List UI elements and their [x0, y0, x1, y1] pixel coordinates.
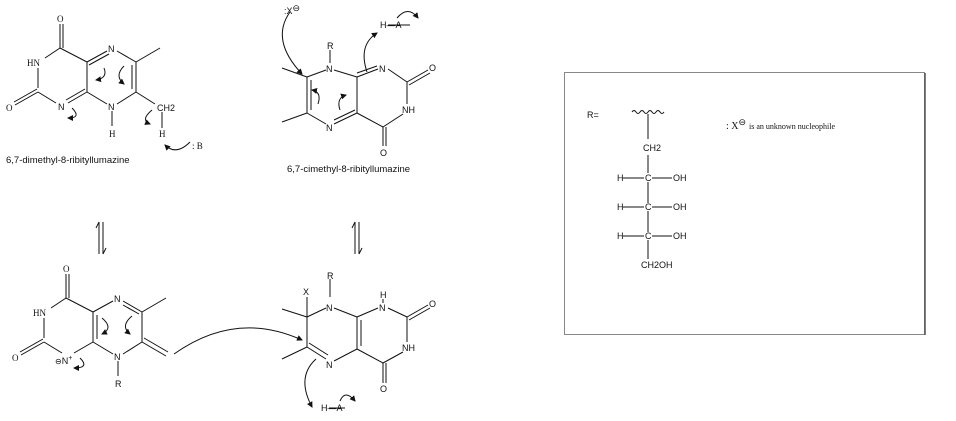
atom-h: H — [159, 129, 166, 139]
svg-text:C: C — [645, 202, 652, 212]
base-label: : B — [192, 141, 203, 151]
atom-o: O — [12, 353, 19, 363]
atom-o: O — [429, 63, 436, 73]
lumazine-structure-top-middle: R N N O NH O N :X⊖ H—A 6,7-cimethyl-8-ri… — [281, 3, 436, 175]
atom-o: O — [57, 14, 64, 24]
svg-text:H: H — [617, 202, 624, 212]
atom-o: O — [380, 148, 387, 158]
caption: 6,7-dimethyl-8-ribityllumazine — [6, 155, 130, 166]
atom-nh: NH — [402, 343, 415, 353]
atom-o: O — [429, 299, 436, 309]
atom-n-anion: ⊖N+ — [55, 355, 72, 366]
atom-n: N — [108, 44, 115, 54]
atom-n: N — [114, 352, 121, 362]
legend-box: R= CH2 H C OH H C OH H C OH CH2OH — [564, 72, 926, 335]
equilibrium-arrow-left — [95, 221, 107, 255]
atom-n: N — [326, 303, 333, 313]
wavy-bond-icon — [631, 110, 665, 114]
caption: 6,7-cimethyl-8-ribityllumazine — [287, 164, 410, 175]
atom-x: X — [303, 287, 309, 297]
svg-text:H: H — [617, 173, 624, 183]
atom-ch2: CH2 — [157, 103, 175, 113]
atom-hn: HN — [33, 308, 46, 318]
nucleophile-label: :X⊖ — [284, 3, 300, 16]
atom-h: H — [380, 290, 387, 300]
svg-text:OH: OH — [673, 173, 687, 183]
atom-n: N — [58, 102, 65, 112]
atom-r: R — [327, 41, 334, 51]
atom-r: R — [327, 271, 334, 281]
svg-text:OH: OH — [673, 231, 687, 241]
atom-o: O — [380, 384, 387, 394]
atom-n: N — [114, 294, 121, 304]
svg-text:C: C — [645, 173, 652, 183]
chain-carbon-1: H C OH — [617, 173, 687, 183]
atom-n: N — [108, 102, 115, 112]
acid-label: H—A — [321, 403, 343, 413]
acid-label: H—A — [380, 20, 402, 30]
lumazine-structure-bottom-middle: R X N H N O NH O N H—A — [281, 271, 436, 413]
equilibrium-arrow-middle — [351, 221, 363, 255]
chain-ch2: CH2 — [643, 143, 661, 153]
nucleophile-note: : X⊖is an unknown nucleophile — [726, 117, 835, 132]
lumazine-structure-top-left: O HN O N N N H CH2 H : B 6,7-dimethyl-8-… — [6, 14, 203, 166]
svg-text:H: H — [617, 231, 624, 241]
atom-r: R — [115, 379, 122, 389]
atom-n: N — [379, 64, 386, 74]
chain-carbon-3: H C OH — [617, 231, 687, 241]
atom-nh: NH — [402, 105, 415, 115]
atom-n: N — [326, 64, 333, 74]
atom-o: O — [6, 103, 13, 113]
atom-n: N — [326, 123, 333, 133]
atom-hn: HN — [27, 58, 40, 68]
atom-n: N — [379, 303, 386, 313]
chain-carbon-2: H C OH — [617, 202, 687, 212]
r-label: R= — [587, 110, 599, 120]
atom-o: O — [63, 264, 70, 274]
atom-h: H — [109, 129, 116, 139]
chain-ch2oh: CH2OH — [641, 260, 673, 270]
lumazine-structure-bottom-left: O HN O ⊖N+ N N R — [12, 264, 303, 389]
svg-text:C: C — [645, 231, 652, 241]
atom-n: N — [326, 360, 333, 370]
svg-text:OH: OH — [673, 202, 687, 212]
